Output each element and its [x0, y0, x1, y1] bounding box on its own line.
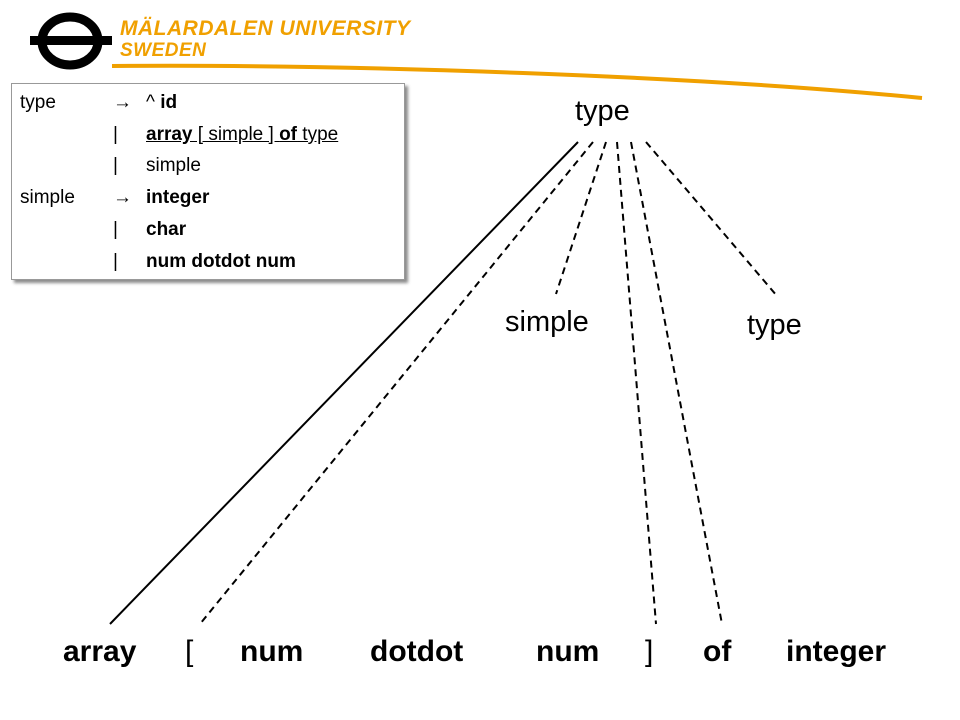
- edge-type-rbracket: [616, 141, 657, 625]
- token-integer: integer: [786, 635, 887, 668]
- grammar-rhs: char: [146, 217, 186, 243]
- edge-type-lbracket: [199, 141, 594, 625]
- alternative-bar: |: [113, 251, 118, 272]
- university-logo: MÄLARDALEN UNIVERSITY SWEDEN: [0, 0, 960, 110]
- grammar-rhs: ^ id: [146, 90, 177, 116]
- grammar-rhs: simple: [146, 153, 201, 179]
- grammar-symbol: [ simple ]: [192, 124, 280, 145]
- grammar-symbol: ^: [146, 92, 161, 113]
- grammar-nonterminal: type: [20, 92, 56, 113]
- edge-type-of: [630, 141, 723, 625]
- alternative-bar: |: [113, 155, 118, 176]
- grammar-terminal: num dotdot num: [146, 251, 296, 272]
- alternative-bar: |: [113, 219, 118, 240]
- logo-mark-icon: [30, 12, 923, 100]
- edge-type-simple: [555, 141, 607, 295]
- grammar-rhs: array [ simple ] of type: [146, 122, 338, 148]
- grammar-symbol: type: [297, 124, 339, 145]
- grammar-terminal: id: [160, 92, 178, 113]
- token-array: array: [63, 635, 137, 668]
- token-num: num: [536, 635, 600, 668]
- production-arrow: →: [113, 92, 132, 113]
- production-arrow: →: [113, 187, 132, 208]
- child-node-type: type: [747, 309, 802, 341]
- token-of: of: [703, 635, 732, 668]
- logo-subtitle: SWEDEN: [120, 40, 207, 61]
- child-node-simple: simple: [505, 306, 589, 338]
- token-lbracket: [: [185, 635, 194, 668]
- token-rbracket: ]: [645, 635, 654, 668]
- root-node-type: type: [575, 95, 630, 127]
- alternative-bar: |: [113, 124, 118, 145]
- grammar-box: type → ^ id | array [ simple ] of type | simpl…: [11, 83, 405, 280]
- grammar-terminal: integer: [146, 187, 210, 208]
- grammar-rhs: num dotdot num: [146, 249, 296, 275]
- token-dotdot: dotdot: [370, 635, 464, 668]
- grammar-rhs: integer: [146, 185, 209, 211]
- grammar-terminal: char: [146, 219, 187, 240]
- token-num: num: [240, 635, 304, 668]
- grammar-nonterminal: simple: [20, 187, 75, 208]
- logo-title: MÄLARDALEN UNIVERSITY: [120, 17, 411, 40]
- edge-type-array: [109, 141, 579, 625]
- grammar-terminal: array: [146, 124, 193, 145]
- grammar-symbol: simple: [146, 155, 201, 176]
- edge-type-type: [645, 141, 778, 297]
- grammar-terminal: of: [279, 124, 298, 145]
